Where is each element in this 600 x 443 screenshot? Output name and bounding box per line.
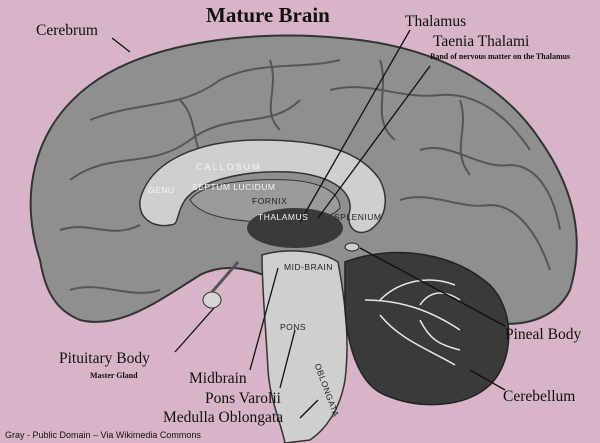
brainstem-shape (261, 250, 348, 443)
fornix-label: FORNIX (252, 196, 288, 206)
leader-lines (111, 29, 506, 419)
cerebrum-label: Cerebrum (36, 22, 98, 39)
pineal-body-label: Pineal Body (505, 326, 582, 343)
leader-pineal (359, 247, 506, 327)
pineal-shape (344, 242, 360, 252)
medulla-oblongata-label: Medulla Oblongata (163, 409, 284, 426)
page-title: Mature Brain (206, 3, 330, 27)
pons-varolii-label: Pons Varolii (205, 390, 281, 407)
leader-taenia (317, 65, 431, 219)
septum-lucidum-label: SEPTUM LUCIDUM (192, 182, 276, 192)
splenium-label: SPLENIUM (334, 212, 382, 222)
midbrain-label: Midbrain (189, 370, 247, 387)
leader-pituitary (174, 307, 215, 353)
mid-brain-label: MID-BRAIN (284, 262, 333, 272)
pons-inner-label: PONS (280, 322, 307, 332)
cerebrum-shape (29, 34, 578, 325)
taenia-thalami-label: Taenia Thalami (433, 33, 530, 50)
image-credit: Gray - Public Domain – Via Wikimedia Com… (5, 430, 201, 440)
pituitary-description: Master Gland (90, 371, 138, 380)
infundibulum-line (210, 261, 240, 293)
gyri-lines (59, 59, 561, 294)
leader-pons (279, 329, 296, 389)
thalamus-inner-label: THALAMUS (258, 212, 309, 222)
callosum-shape (139, 139, 386, 234)
callosum-label: CALLOSUM (196, 162, 262, 172)
taenia-thalami-description: Band of nervous matter on the Thalamus (430, 52, 571, 61)
leader-cerebrum (111, 37, 131, 53)
thalamus-shape (247, 208, 343, 248)
cerebellum-label: Cerebellum (503, 388, 576, 405)
pituitary-shape (202, 291, 222, 309)
leader-cerebellum (469, 369, 506, 391)
cerebellum-shape (344, 251, 510, 406)
thalamus-label: Thalamus (405, 13, 467, 30)
arbor-vitae (364, 279, 461, 366)
leader-midbrain (249, 267, 279, 371)
pituitary-body-label: Pituitary Body (59, 350, 150, 367)
leader-medulla (299, 399, 319, 419)
leader-thalamus (299, 29, 411, 223)
genu-label: GENU (148, 185, 175, 195)
